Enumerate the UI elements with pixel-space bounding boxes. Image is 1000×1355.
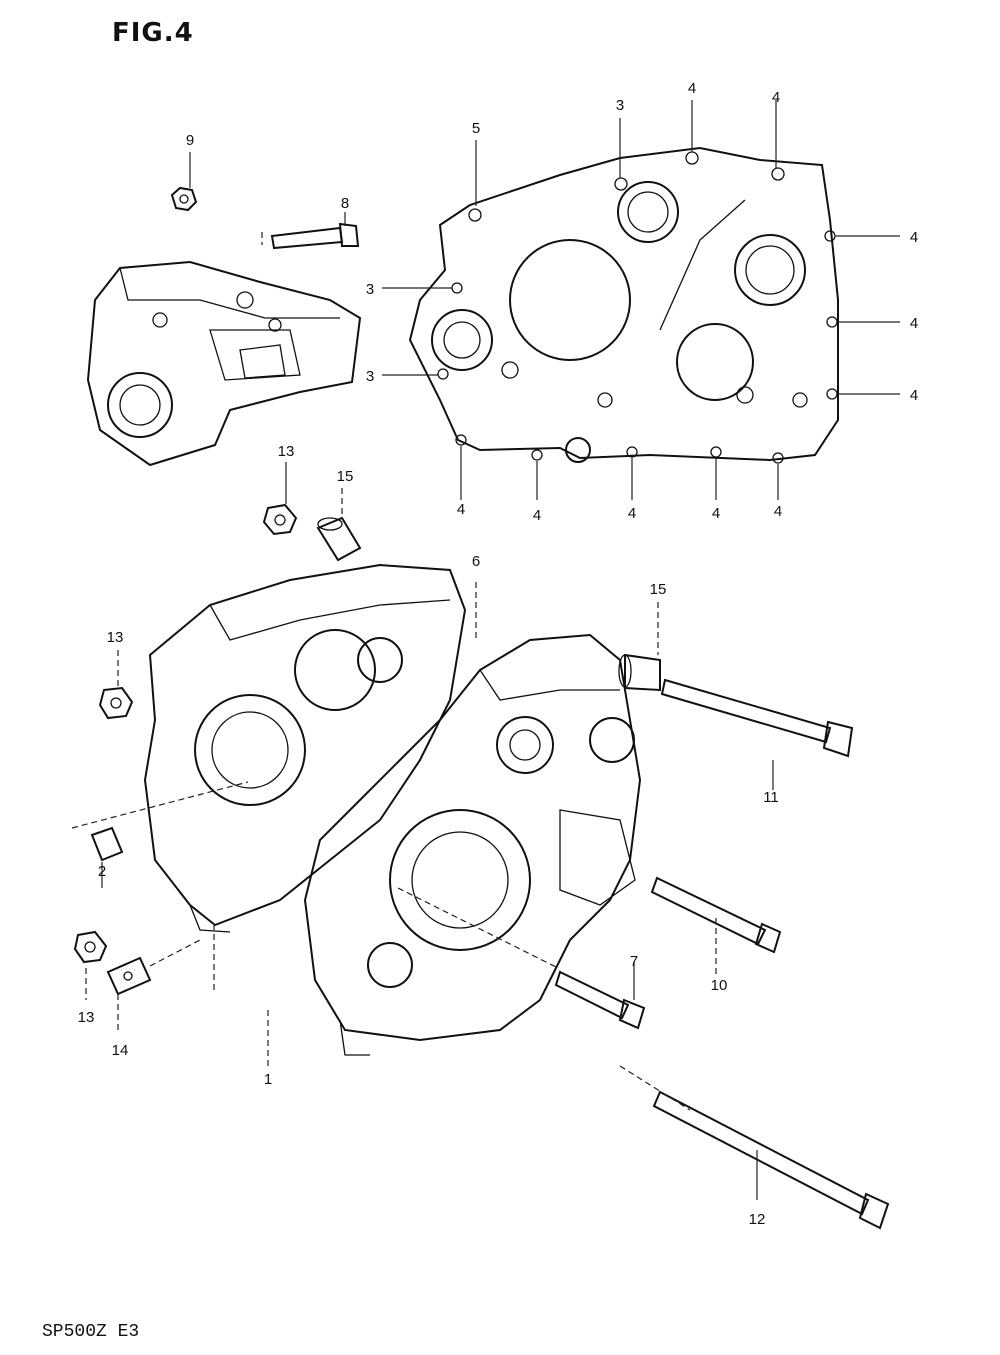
left-crankcase xyxy=(143,563,467,933)
callout-3-top: 3 xyxy=(616,97,624,114)
bolt-8 xyxy=(261,222,360,250)
callout-4-bottom-c: 4 xyxy=(628,505,636,522)
figure-title: FIG.4 xyxy=(112,18,194,48)
callout-4-right-c: 4 xyxy=(910,387,918,404)
callout-13-a: 13 xyxy=(278,443,295,460)
dowel-15-a xyxy=(316,516,362,562)
callout-3-left-a: 3 xyxy=(366,281,374,298)
dowel-15-b xyxy=(618,653,661,692)
callout-4-right-b: 4 xyxy=(910,315,918,332)
breather-housing xyxy=(86,260,362,467)
callout-4-right-a: 4 xyxy=(910,229,918,246)
figure-footer: SP500Z E3 xyxy=(42,1322,140,1342)
callout-4-bottom-b: 4 xyxy=(533,507,541,524)
bolt-12 xyxy=(652,1090,890,1230)
bolt-7 xyxy=(554,970,646,1030)
callout-8: 8 xyxy=(341,195,349,212)
bolt-11 xyxy=(660,678,854,758)
right-crankcase xyxy=(303,633,642,1056)
dowel-2 xyxy=(90,826,124,862)
callout-15-a: 15 xyxy=(337,468,354,485)
callout-5: 5 xyxy=(472,120,480,137)
right-crankcase-face xyxy=(408,146,839,464)
callout-9: 9 xyxy=(186,132,194,149)
callout-11: 11 xyxy=(763,789,779,806)
callout-4-top-a: 4 xyxy=(688,80,696,97)
callout-1: 1 xyxy=(264,1071,272,1088)
nut-13-b xyxy=(98,686,134,720)
callout-13-c: 13 xyxy=(78,1009,95,1026)
callout-4-top-b: 4 xyxy=(772,89,780,106)
plate-14 xyxy=(106,956,152,996)
callout-12: 12 xyxy=(749,1211,766,1228)
callout-3-left-b: 3 xyxy=(366,368,374,385)
callout-15-b: 15 xyxy=(650,581,667,598)
leader-lines xyxy=(71,100,900,1200)
callout-7: 7 xyxy=(630,953,638,970)
nut-13-c xyxy=(73,930,108,964)
callout-13-b: 13 xyxy=(107,629,124,646)
nut-13-a xyxy=(262,503,298,536)
callout-2: 2 xyxy=(98,863,106,880)
nut-9 xyxy=(170,186,198,212)
bolt-10 xyxy=(650,876,782,954)
callout-6: 6 xyxy=(472,553,480,570)
callout-labels: 9 8 5 3 4 4 3 4 3 4 4 4 4 4 4 4 13 15 6 … xyxy=(78,80,919,1228)
callout-14: 14 xyxy=(112,1042,129,1059)
callout-4-bottom-e: 4 xyxy=(774,503,782,520)
callout-4-bottom-a: 4 xyxy=(457,501,465,518)
callout-10: 10 xyxy=(711,977,728,994)
callout-4-bottom-d: 4 xyxy=(712,505,720,522)
